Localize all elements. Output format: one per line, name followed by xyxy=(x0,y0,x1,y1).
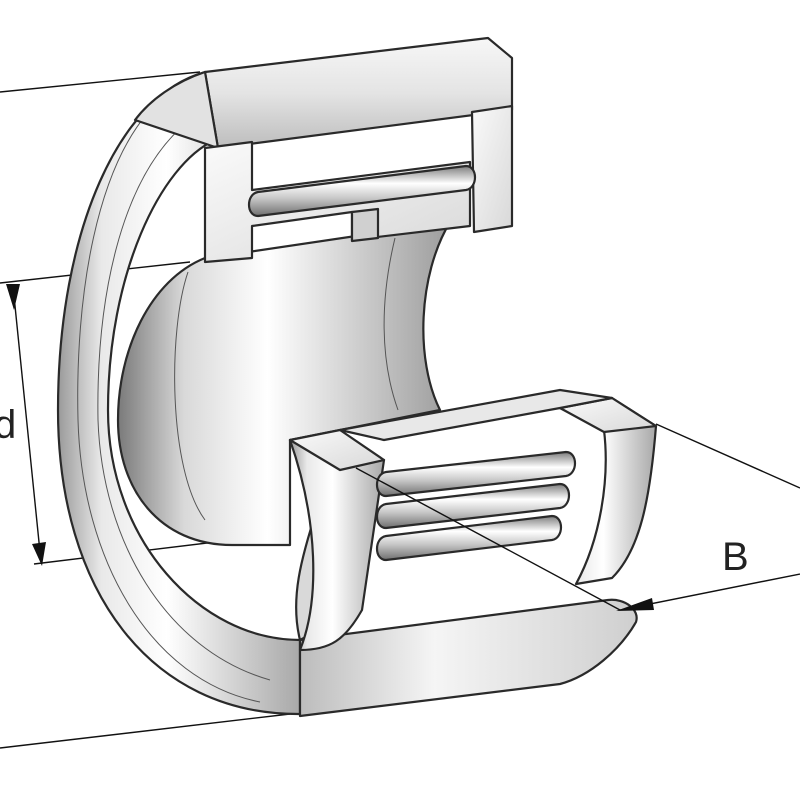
inner-ring xyxy=(116,140,477,547)
label-d: d xyxy=(0,403,16,447)
outer-diameter-bottom-extension xyxy=(0,713,291,749)
outer-ring xyxy=(56,36,514,716)
b-extension-bottom xyxy=(355,467,621,611)
dimension-b: B xyxy=(355,423,800,611)
dimension-d: d xyxy=(0,284,46,566)
arrowhead-bottom xyxy=(32,542,46,566)
dimension-d-line xyxy=(13,295,41,553)
outer-diameter-top-extension xyxy=(0,71,201,93)
label-b: B xyxy=(722,535,749,579)
lower-section xyxy=(288,388,658,718)
arrowhead-top xyxy=(6,284,20,310)
arrowhead-b xyxy=(616,598,654,611)
label-backing xyxy=(0,400,22,446)
b-extension-top xyxy=(655,423,800,489)
